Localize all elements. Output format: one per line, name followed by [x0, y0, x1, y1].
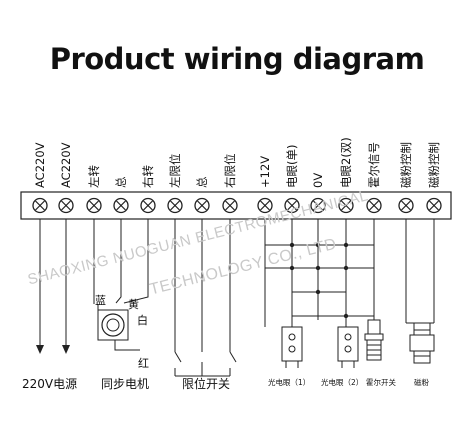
- screw-terminal-icon: [284, 197, 300, 214]
- photo-eye-2-icon: [337, 326, 359, 368]
- terminal-label: AC220V: [33, 142, 47, 188]
- terminal-label: 左转: [87, 165, 101, 188]
- power-wires: [39, 219, 67, 345]
- screw-terminal-icon: [194, 197, 210, 214]
- motor-wires: [93, 219, 149, 351]
- screw-terminal-icon: [310, 197, 326, 214]
- motor-wire-label-red: 红: [138, 357, 149, 370]
- caption-motor: 同步电机: [101, 377, 150, 391]
- screw-terminal-icon: [86, 197, 102, 214]
- synchronous-motor-icon: [97, 309, 129, 341]
- motor-wire-label-yellow: 黄: [128, 298, 139, 311]
- hall-switch-icon: [364, 319, 384, 361]
- screw-terminal-icon: [113, 197, 129, 214]
- motor-wire-label-blue: 蓝: [95, 294, 106, 307]
- terminal-label: AC220V: [59, 142, 73, 188]
- caption-hall-switch: 霍尔开关: [366, 378, 396, 387]
- terminal-label: 磁粉控制: [427, 142, 441, 188]
- screw-terminal-icon: [257, 197, 273, 214]
- terminal-label: +12V: [258, 156, 272, 188]
- screw-terminal-icon: [58, 197, 74, 214]
- screw-terminal-icon: [222, 197, 238, 214]
- page-title: Product wiring diagram: [49, 42, 425, 76]
- caption-clutch: 磁粉: [414, 378, 429, 387]
- terminal-label: 左限位: [168, 154, 182, 189]
- magnetic-powder-clutch-icon: [409, 322, 435, 364]
- terminal-label: 霍尔信号: [367, 142, 381, 188]
- limit-switch-right-icon: [229, 351, 237, 363]
- caption-power: 220V电源: [22, 377, 78, 391]
- clutch-wires: [405, 219, 435, 324]
- terminal-label: 电眼2(双): [339, 137, 353, 188]
- screw-terminal-icon: [338, 197, 354, 214]
- screw-terminal-icon: [398, 197, 414, 214]
- sensor-wires: [264, 219, 375, 327]
- terminal-label: 0V: [311, 173, 325, 188]
- limit-switch-left-icon: [174, 351, 182, 363]
- motor-wire-label-white: 白: [137, 314, 148, 327]
- screw-terminal-icon: [140, 197, 156, 214]
- caption-limit-switch: 限位开关: [182, 377, 231, 391]
- sensor-junction-dots: [289, 242, 349, 319]
- terminal-label: 右限位: [223, 154, 237, 189]
- caption-photo-eye-1: 光电眼（1）: [268, 378, 311, 387]
- terminal-label: 总: [114, 176, 128, 188]
- limit-switch-wires: [174, 219, 231, 377]
- screw-terminal-icon: [167, 197, 183, 214]
- screw-terminal-icon: [32, 197, 48, 214]
- caption-photo-eye-2: 光电眼（2）: [321, 378, 364, 387]
- power-plug-icon: [36, 345, 70, 354]
- screw-terminal-icon: [366, 197, 382, 214]
- terminal-label: 磁粉控制: [399, 142, 413, 188]
- terminal-label: 右转: [141, 165, 155, 188]
- terminal-label: 电眼(单): [285, 145, 299, 188]
- photo-eye-1-icon: [281, 326, 303, 368]
- terminal-label: 总: [195, 176, 209, 188]
- screw-terminal-icon: [426, 197, 442, 214]
